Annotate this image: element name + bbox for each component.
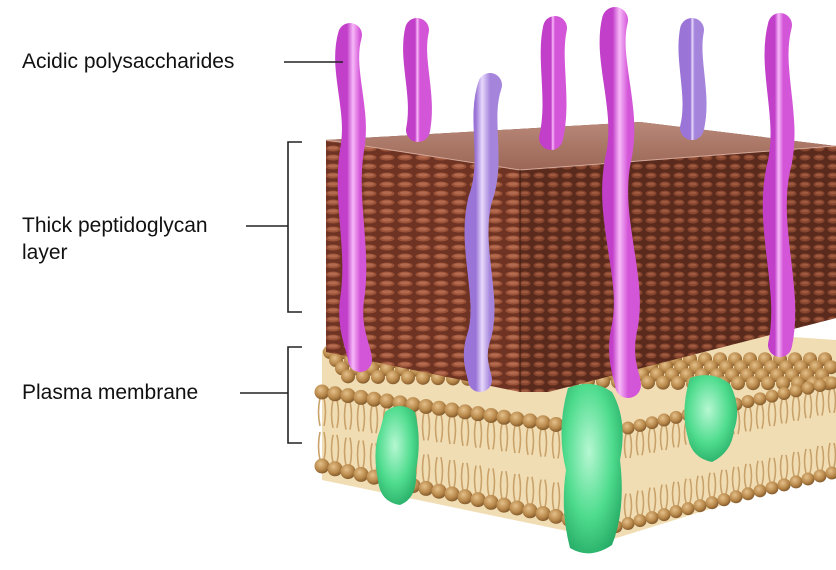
lipid-head: [766, 390, 779, 403]
lipid-head: [341, 464, 356, 479]
lipid-head: [445, 403, 460, 418]
lipid-head: [371, 370, 385, 384]
membrane-protein-center: [561, 384, 622, 553]
lipid-head: [471, 492, 486, 507]
lipid-head: [656, 376, 670, 390]
peptidoglycan-bracket: [288, 142, 302, 312]
lipid-head: [549, 509, 564, 524]
lipid-head: [670, 505, 683, 518]
lipid-head: [458, 489, 473, 504]
lipid-head: [658, 508, 671, 521]
lipid-head: [622, 517, 635, 530]
lipid-head: [802, 382, 815, 395]
lipid-head: [802, 472, 815, 485]
lipid-head: [671, 376, 685, 390]
lipid-head: [694, 499, 707, 512]
label-plasma-membrane: Plasma membrane: [22, 380, 198, 406]
polysaccharide-strand: [347, 35, 360, 360]
lipid-head: [682, 502, 695, 515]
lipid-head: [778, 387, 791, 400]
lipid-head: [328, 386, 343, 401]
membrane-bracket: [288, 347, 302, 443]
lipid-head: [754, 392, 767, 405]
lipid-head: [549, 417, 564, 432]
lipid-head: [718, 493, 731, 506]
polysaccharide-strand: [775, 25, 783, 345]
lipid-head: [354, 390, 369, 405]
lipid-head: [536, 415, 551, 430]
lipid-head: [814, 379, 827, 392]
lipid-head: [790, 384, 803, 397]
lipid-head: [497, 498, 512, 513]
lipid-head: [742, 487, 755, 500]
lipid-head: [445, 486, 460, 501]
lipid-head: [670, 411, 683, 424]
label-thick-peptidoglycan: Thick peptidoglycan: [22, 213, 208, 239]
label-peptidoglycan-layer-word: layer: [22, 240, 68, 266]
lipid-head: [706, 496, 719, 509]
lipid-head: [641, 375, 655, 389]
polysaccharide-strand: [415, 30, 420, 130]
lipid-head: [634, 514, 647, 527]
lipid-head: [646, 511, 659, 524]
lipid-head: [386, 370, 400, 384]
lipid-head: [380, 394, 395, 409]
lipid-head: [766, 481, 779, 494]
lipid-head: [484, 408, 499, 423]
lipid-head: [341, 369, 355, 383]
lipid-head: [742, 395, 755, 408]
lipid-head: [523, 413, 538, 428]
lipid-head: [814, 469, 827, 482]
lipid-head: [432, 401, 447, 416]
lipid-head: [354, 467, 369, 482]
polysaccharide-strand: [476, 85, 490, 380]
lipid-head: [484, 495, 499, 510]
lipid-head: [315, 385, 330, 400]
lipid-head: [471, 406, 486, 421]
polysaccharide-strand: [551, 28, 555, 138]
lipid-head: [778, 478, 791, 491]
lipid-head: [497, 410, 512, 425]
lipid-head: [523, 503, 538, 518]
lipid-head: [419, 399, 434, 414]
lipid-head: [646, 416, 659, 429]
lipid-head: [730, 490, 743, 503]
lipid-head: [746, 376, 760, 390]
lipid-head: [731, 376, 745, 390]
lipid-head: [634, 419, 647, 432]
lipid-head: [510, 412, 525, 427]
lipid-head: [622, 422, 635, 435]
polysaccharide-strand: [690, 30, 694, 128]
lipid-head: [790, 475, 803, 488]
lipid-head: [367, 392, 382, 407]
lipid-head: [510, 500, 525, 515]
lipid-head: [658, 414, 671, 427]
lipid-head: [401, 371, 415, 385]
lipid-head: [536, 506, 551, 521]
lipid-head: [419, 481, 434, 496]
polysaccharide-strand: [613, 20, 628, 385]
lipid-head: [432, 484, 447, 499]
lipid-head: [341, 388, 356, 403]
lipid-head: [761, 376, 775, 390]
lipid-head: [328, 461, 343, 476]
lipid-head: [754, 484, 767, 497]
label-acidic-polysaccharides: Acidic polysaccharides: [22, 49, 234, 75]
lipid-head: [458, 404, 473, 419]
lipid-head: [315, 459, 330, 474]
